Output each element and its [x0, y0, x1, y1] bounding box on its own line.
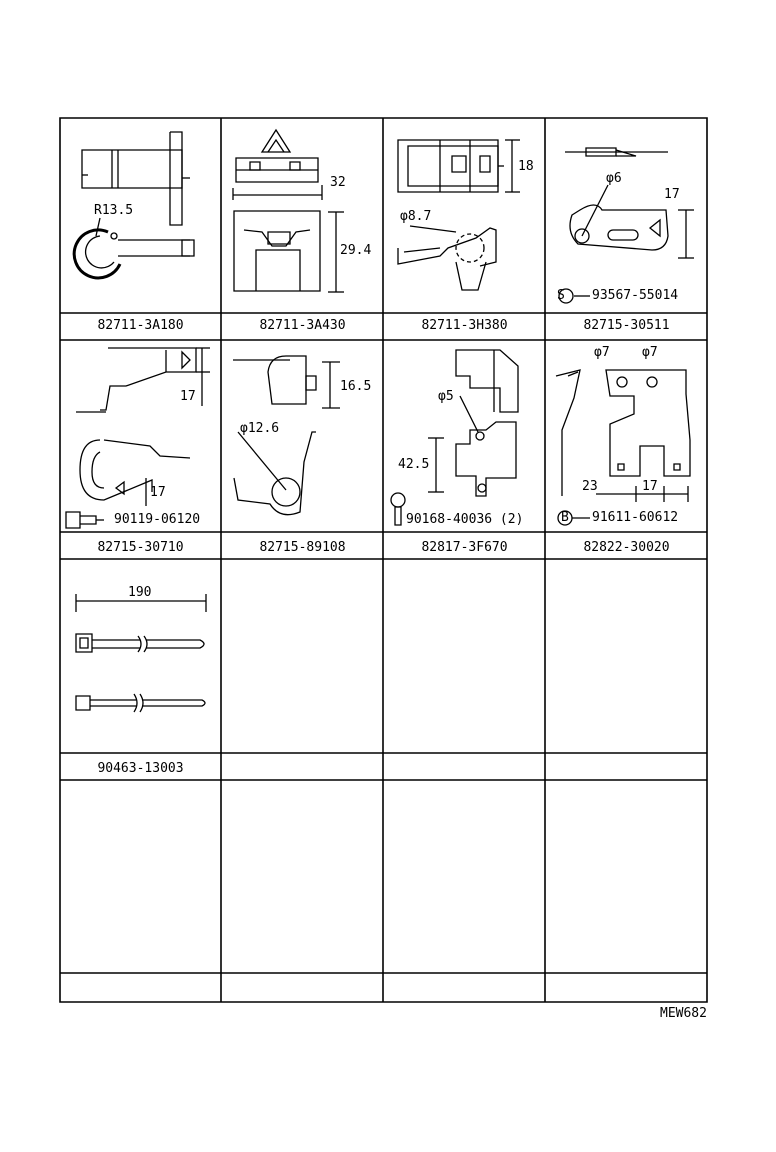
dimension-label: 17 [664, 187, 680, 202]
fastener-callout: 93567-55014 [592, 288, 679, 303]
dimension-label: φ12.6 [240, 421, 280, 436]
fastener-callout: 90119-06120 [114, 512, 201, 527]
dimension-label: 17 [150, 485, 166, 500]
dimension-label: φ5 [438, 389, 454, 404]
part-number-label: 90463-13003 [97, 761, 184, 776]
fastener-callout: 90168-40036 (2) [406, 512, 524, 527]
clip-30511-drawing [559, 148, 694, 303]
dimension-label: φ8.7 [400, 209, 432, 224]
bracket-3f670-drawing [391, 350, 518, 525]
part-number-label: 82711-3H380 [421, 318, 508, 333]
dimension-label: 17 [180, 389, 196, 404]
clamp-3h380-drawing [398, 140, 520, 290]
dimension-label: 42.5 [398, 457, 430, 472]
dimension-label: 29.4 [340, 243, 372, 258]
clip-89108-drawing [233, 356, 340, 515]
clamp-3a180-drawing [74, 132, 194, 278]
clamp-3a430-drawing [233, 130, 344, 292]
part-number-label: 82715-30710 [97, 540, 184, 555]
dimension-label: 190 [128, 585, 152, 600]
table-grid [60, 118, 707, 1002]
bracket-30020-drawing [556, 370, 690, 525]
dimension-label: φ7 [642, 345, 658, 360]
dimension-label: 18 [518, 159, 534, 174]
fastener-symbol-S: S [557, 288, 565, 303]
dimension-label: φ7 [594, 345, 610, 360]
clip-30710-drawing [66, 348, 210, 528]
dimension-label: 16.5 [340, 379, 372, 394]
part-number-label: 82711-3A430 [259, 318, 346, 333]
part-number-label: 82711-3A180 [97, 318, 184, 333]
dimension-label: φ6 [606, 171, 622, 186]
fastener-callout: 91611-60612 [592, 510, 679, 525]
dimension-label: 32 [330, 175, 346, 190]
dimension-label: 17 [642, 479, 658, 494]
part-number-label: 82817-3F670 [421, 540, 508, 555]
fastener-symbol-B: B [561, 510, 569, 525]
dimension-label: 23 [582, 479, 598, 494]
drawing-code: MEW682 [660, 1006, 707, 1021]
part-number-label: 82715-89108 [259, 540, 346, 555]
part-number-label: 82822-30020 [583, 540, 670, 555]
dimension-label: R13.5 [94, 203, 134, 218]
band-13003-drawing [76, 594, 206, 712]
part-number-label: 82715-30511 [583, 318, 670, 333]
